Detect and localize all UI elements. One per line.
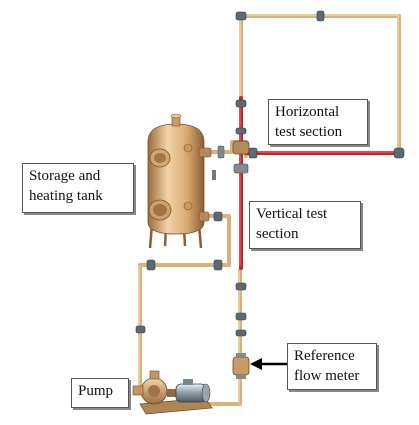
storage-tank-icon [147, 113, 225, 249]
flow-meter-arrow [250, 358, 288, 370]
horizontal-section-label-line-2: test section [275, 124, 343, 140]
valve-icon [232, 140, 250, 174]
flow-meter-icon [232, 353, 250, 379]
pipe-fittings [135, 10, 405, 337]
horizontal-section-label-line-1: Horizontal [275, 104, 340, 120]
pump-icon [132, 370, 213, 415]
storage-tank-label-line-2: heating tank [29, 188, 103, 204]
horizontal-section-label: Horizontal test section [268, 99, 368, 145]
vertical-section-label-line-2: section [256, 226, 299, 242]
pump-label: Pump [71, 378, 129, 408]
storage-tank-label: Storage and heating tank [22, 163, 134, 213]
pump-discharge-pipe [203, 268, 242, 406]
vertical-section-label: Vertical test section [249, 201, 361, 249]
storage-tank-label-line-1: Storage and [29, 168, 101, 184]
vertical-section-label-line-1: Vertical test [256, 206, 328, 222]
test-sections [239, 96, 399, 270]
flow-meter-label-line-1: Reference [294, 348, 355, 364]
flow-meter-label: Reference flow meter [287, 343, 377, 390]
flow-meter-label-line-2: flow meter [294, 368, 360, 384]
pump-label-line-1: Pump [78, 383, 114, 399]
